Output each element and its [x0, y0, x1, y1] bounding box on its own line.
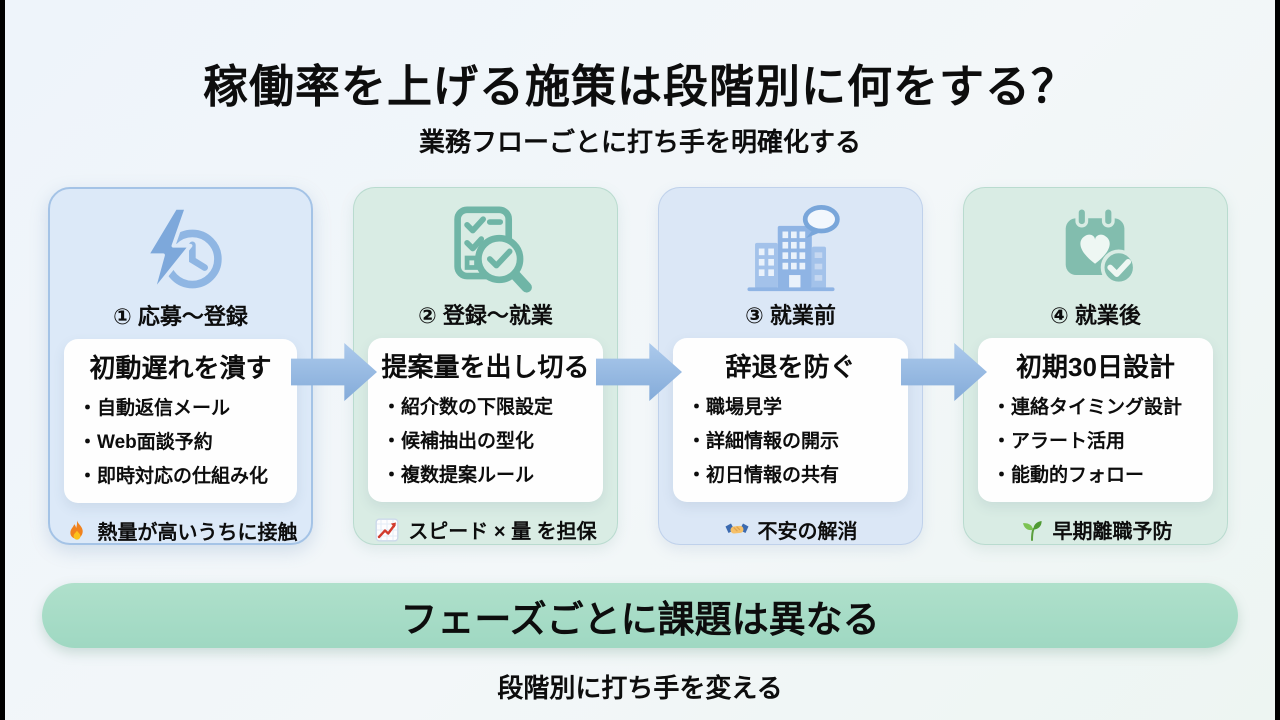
bullet-item: ・連絡タイミング設計: [992, 397, 1183, 418]
phase-heading: 提案量を出し切る: [381, 352, 590, 382]
bullet-item: ・職場見学: [687, 397, 783, 418]
phase-card-1: ① 応募～登録 初動遅れを潰す ・自動返信メール ・Web面談予約 ・即時対応の…: [48, 187, 313, 545]
conclusion-banner: フェーズごとに課題は異なる: [42, 583, 1238, 648]
bullet-item: ・自動返信メール: [78, 398, 231, 419]
phase-footer: 不安の解消: [659, 515, 922, 544]
checklist-magnifier-icon: [354, 200, 617, 298]
bullet-item: ・即時対応の仕組み化: [78, 465, 269, 487]
phase-card-3: ③ 就業前 辞退を防ぐ ・職場見学 ・詳細情報の開示 ・初日情報の共有 不安の解…: [658, 187, 923, 545]
bullet-item: ・詳細情報の開示: [687, 430, 840, 452]
seedling-icon: [1019, 517, 1045, 543]
chart-up-icon: [374, 517, 400, 543]
phase-card-4: ④ 就業後 初期30日設計 ・連絡タイミング設計 ・アラート活用 ・能動的フォロ…: [963, 187, 1228, 545]
measures-box: 初動遅れを潰す ・自動返信メール ・Web面談予約 ・即時対応の仕組み化: [64, 339, 297, 504]
bullet-item: ・初日情報の共有: [687, 464, 840, 486]
lightning-clock-icon: [50, 201, 311, 299]
letterbox-right: [1275, 0, 1280, 720]
measures-box: 提案量を出し切る ・紹介数の下限設定 ・候補抽出の型化 ・複数提案ルール: [368, 338, 603, 503]
page-subtitle: 業務フローごとに打ち手を明確化する: [418, 127, 861, 157]
page-title: 稼働率を上げる施策は段階別に何をする？: [202, 61, 1077, 112]
phase-label: ③ 就業前: [745, 303, 836, 328]
phase-heading: 初動遅れを潰す: [89, 353, 272, 383]
bullet-item: ・Web面談予約: [78, 431, 213, 453]
letterbox-left: [0, 0, 5, 720]
bullet-item: ・アラート活用: [992, 430, 1126, 452]
bullet-item: ・紹介数の下限設定: [382, 397, 554, 418]
phase-label: ② 登録～就業: [418, 303, 553, 328]
phase-label: ① 応募～登録: [113, 304, 248, 329]
phase-heading: 辞退を防ぐ: [725, 352, 856, 382]
bullet-item: ・能動的フォロー: [992, 464, 1145, 486]
phase-footer-label: スピード × 量 を担保: [408, 521, 597, 544]
bullet-item: ・複数提案ルール: [382, 464, 535, 486]
phase-label: ④ 就業後: [1050, 303, 1141, 328]
phase-footer: 早期離職予防: [964, 515, 1227, 544]
building-speech-icon: [659, 200, 922, 298]
bullet-item: ・候補抽出の型化: [382, 430, 535, 452]
phase-footer-label: 不安の解消: [757, 521, 858, 544]
phase-card-2: ② 登録～就業 提案量を出し切る ・紹介数の下限設定 ・候補抽出の型化 ・複数提…: [353, 187, 618, 545]
measures-box: 初期30日設計 ・連絡タイミング設計 ・アラート活用 ・能動的フォロー: [978, 338, 1213, 503]
phase-heading: 初期30日設計: [1016, 352, 1175, 382]
phase-footer: スピード × 量 を担保: [354, 515, 617, 544]
measures-box: 辞退を防ぐ ・職場見学 ・詳細情報の開示 ・初日情報の共有: [673, 338, 908, 503]
phase-cards-row: ① 応募～登録 初動遅れを潰す ・自動返信メール ・Web面談予約 ・即時対応の…: [48, 187, 1228, 545]
phase-footer: 熱量が高いうちに接触: [50, 516, 311, 545]
phase-footer-label: 早期離職予防: [1052, 521, 1173, 544]
phase-footer-label: 熱量が高いうちに接触: [97, 522, 298, 545]
calendar-heart-icon: [964, 200, 1227, 298]
bottom-caption: 段階別に打ち手を変える: [497, 673, 783, 703]
fire-icon: [64, 518, 90, 544]
handshake-icon: [724, 517, 750, 543]
